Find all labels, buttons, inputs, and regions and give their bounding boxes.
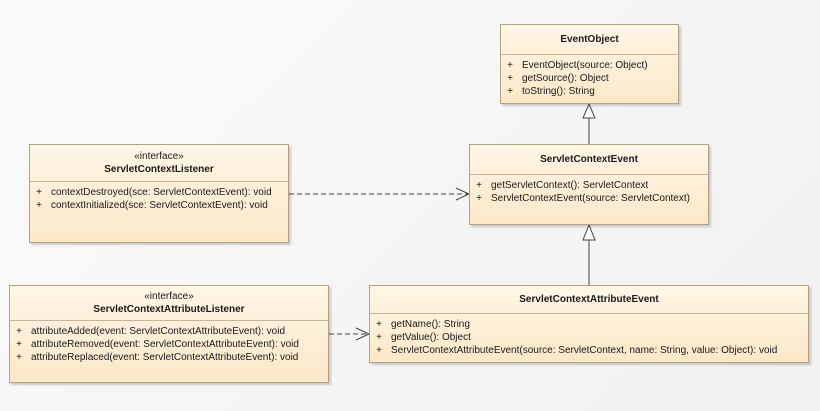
class-header: «interface» ServletContextListener [30, 145, 288, 182]
operation[interactable]: + attributeRemoved(event: ServletContext… [10, 338, 328, 351]
class-header: ServletContextAttributeEvent [370, 286, 808, 314]
visibility-marker: + [476, 193, 482, 204]
dependency-attribute-listener-to-attribute-event[interactable] [329, 327, 371, 341]
dependency-listener-to-servlet-context-event[interactable] [289, 187, 471, 201]
visibility-marker: + [507, 86, 513, 97]
class-header: EventObject [501, 25, 678, 55]
operation[interactable]: + attributeAdded(event: ServletContextAt… [10, 325, 328, 338]
generalization-servlet-context-event-to-event-object[interactable] [582, 102, 596, 144]
visibility-marker: + [507, 60, 513, 71]
visibility-marker: + [376, 345, 382, 356]
operation[interactable]: + attributeReplaced(event: ServletContex… [10, 351, 328, 364]
operations-compartment: + getName(): String + getValue(): Object… [370, 314, 808, 357]
operation-signature: getValue(): Object [391, 332, 471, 343]
operation-signature: getServletContext(): ServletContext [491, 180, 649, 191]
stereotype-label: «interface» [144, 291, 194, 302]
visibility-marker: + [16, 326, 22, 337]
operations-compartment: + contextDestroyed(sce: ServletContextEv… [30, 182, 288, 212]
operation[interactable]: + getName(): String [370, 318, 808, 331]
operation-signature: toString(): String [522, 86, 595, 97]
operation-signature: ServletContextAttributeEvent(source: Ser… [391, 345, 778, 356]
operation-signature: attributeRemoved(event: ServletContextAt… [31, 339, 299, 350]
operation[interactable]: + getServletContext(): ServletContext [470, 179, 708, 192]
operation-signature: getSource(): Object [522, 73, 609, 84]
class-servlet-context-attribute-listener[interactable]: «interface» ServletContextAttributeListe… [9, 285, 329, 383]
operation[interactable]: + contextInitialized(sce: ServletContext… [30, 199, 288, 212]
class-name: ServletContextAttributeListener [93, 304, 245, 315]
class-name: ServletContextEvent [540, 154, 638, 165]
operation[interactable]: + getSource(): Object [501, 72, 678, 85]
operation-signature: attributeAdded(event: ServletContextAttr… [31, 326, 286, 337]
visibility-marker: + [36, 187, 42, 198]
class-name: ServletContextListener [104, 164, 214, 175]
operation-signature: contextInitialized(sce: ServletContextEv… [51, 200, 268, 211]
operation-signature: EventObject(source: Object) [522, 60, 648, 71]
operations-compartment: + attributeAdded(event: ServletContextAt… [10, 321, 328, 364]
visibility-marker: + [376, 319, 382, 330]
visibility-marker: + [36, 200, 42, 211]
operation-signature: contextDestroyed(sce: ServletContextEven… [51, 187, 272, 198]
visibility-marker: + [16, 352, 22, 363]
operation[interactable]: + ServletContextEvent(source: ServletCon… [470, 192, 708, 205]
generalization-attribute-event-to-servlet-context-event[interactable] [582, 223, 596, 285]
class-servlet-context-attribute-event[interactable]: ServletContextAttributeEvent + getName()… [369, 285, 809, 363]
class-event-object[interactable]: EventObject + EventObject(source: Object… [500, 24, 679, 104]
class-servlet-context-event[interactable]: ServletContextEvent + getServletContext(… [469, 144, 709, 225]
class-name: EventObject [560, 34, 619, 45]
class-header: ServletContextEvent [470, 145, 708, 175]
operations-compartment: + getServletContext(): ServletContext + … [470, 175, 708, 205]
operation-signature: ServletContextEvent(source: ServletConte… [491, 193, 690, 204]
class-servlet-context-listener[interactable]: «interface» ServletContextListener + con… [29, 144, 289, 243]
operation[interactable]: + contextDestroyed(sce: ServletContextEv… [30, 186, 288, 199]
visibility-marker: + [16, 339, 22, 350]
operation[interactable]: + toString(): String [501, 85, 678, 98]
operations-compartment: + EventObject(source: Object) + getSourc… [501, 55, 678, 98]
visibility-marker: + [507, 73, 513, 84]
operation-signature: getName(): String [391, 319, 470, 330]
stereotype-label: «interface» [134, 151, 184, 162]
operation[interactable]: + ServletContextAttributeEvent(source: S… [370, 344, 808, 357]
operation-signature: attributeReplaced(event: ServletContextA… [31, 352, 299, 363]
operation[interactable]: + getValue(): Object [370, 331, 808, 344]
class-name: ServletContextAttributeEvent [519, 294, 659, 305]
visibility-marker: + [476, 180, 482, 191]
operation[interactable]: + EventObject(source: Object) [501, 59, 678, 72]
class-header: «interface» ServletContextAttributeListe… [10, 286, 328, 321]
visibility-marker: + [376, 332, 382, 343]
